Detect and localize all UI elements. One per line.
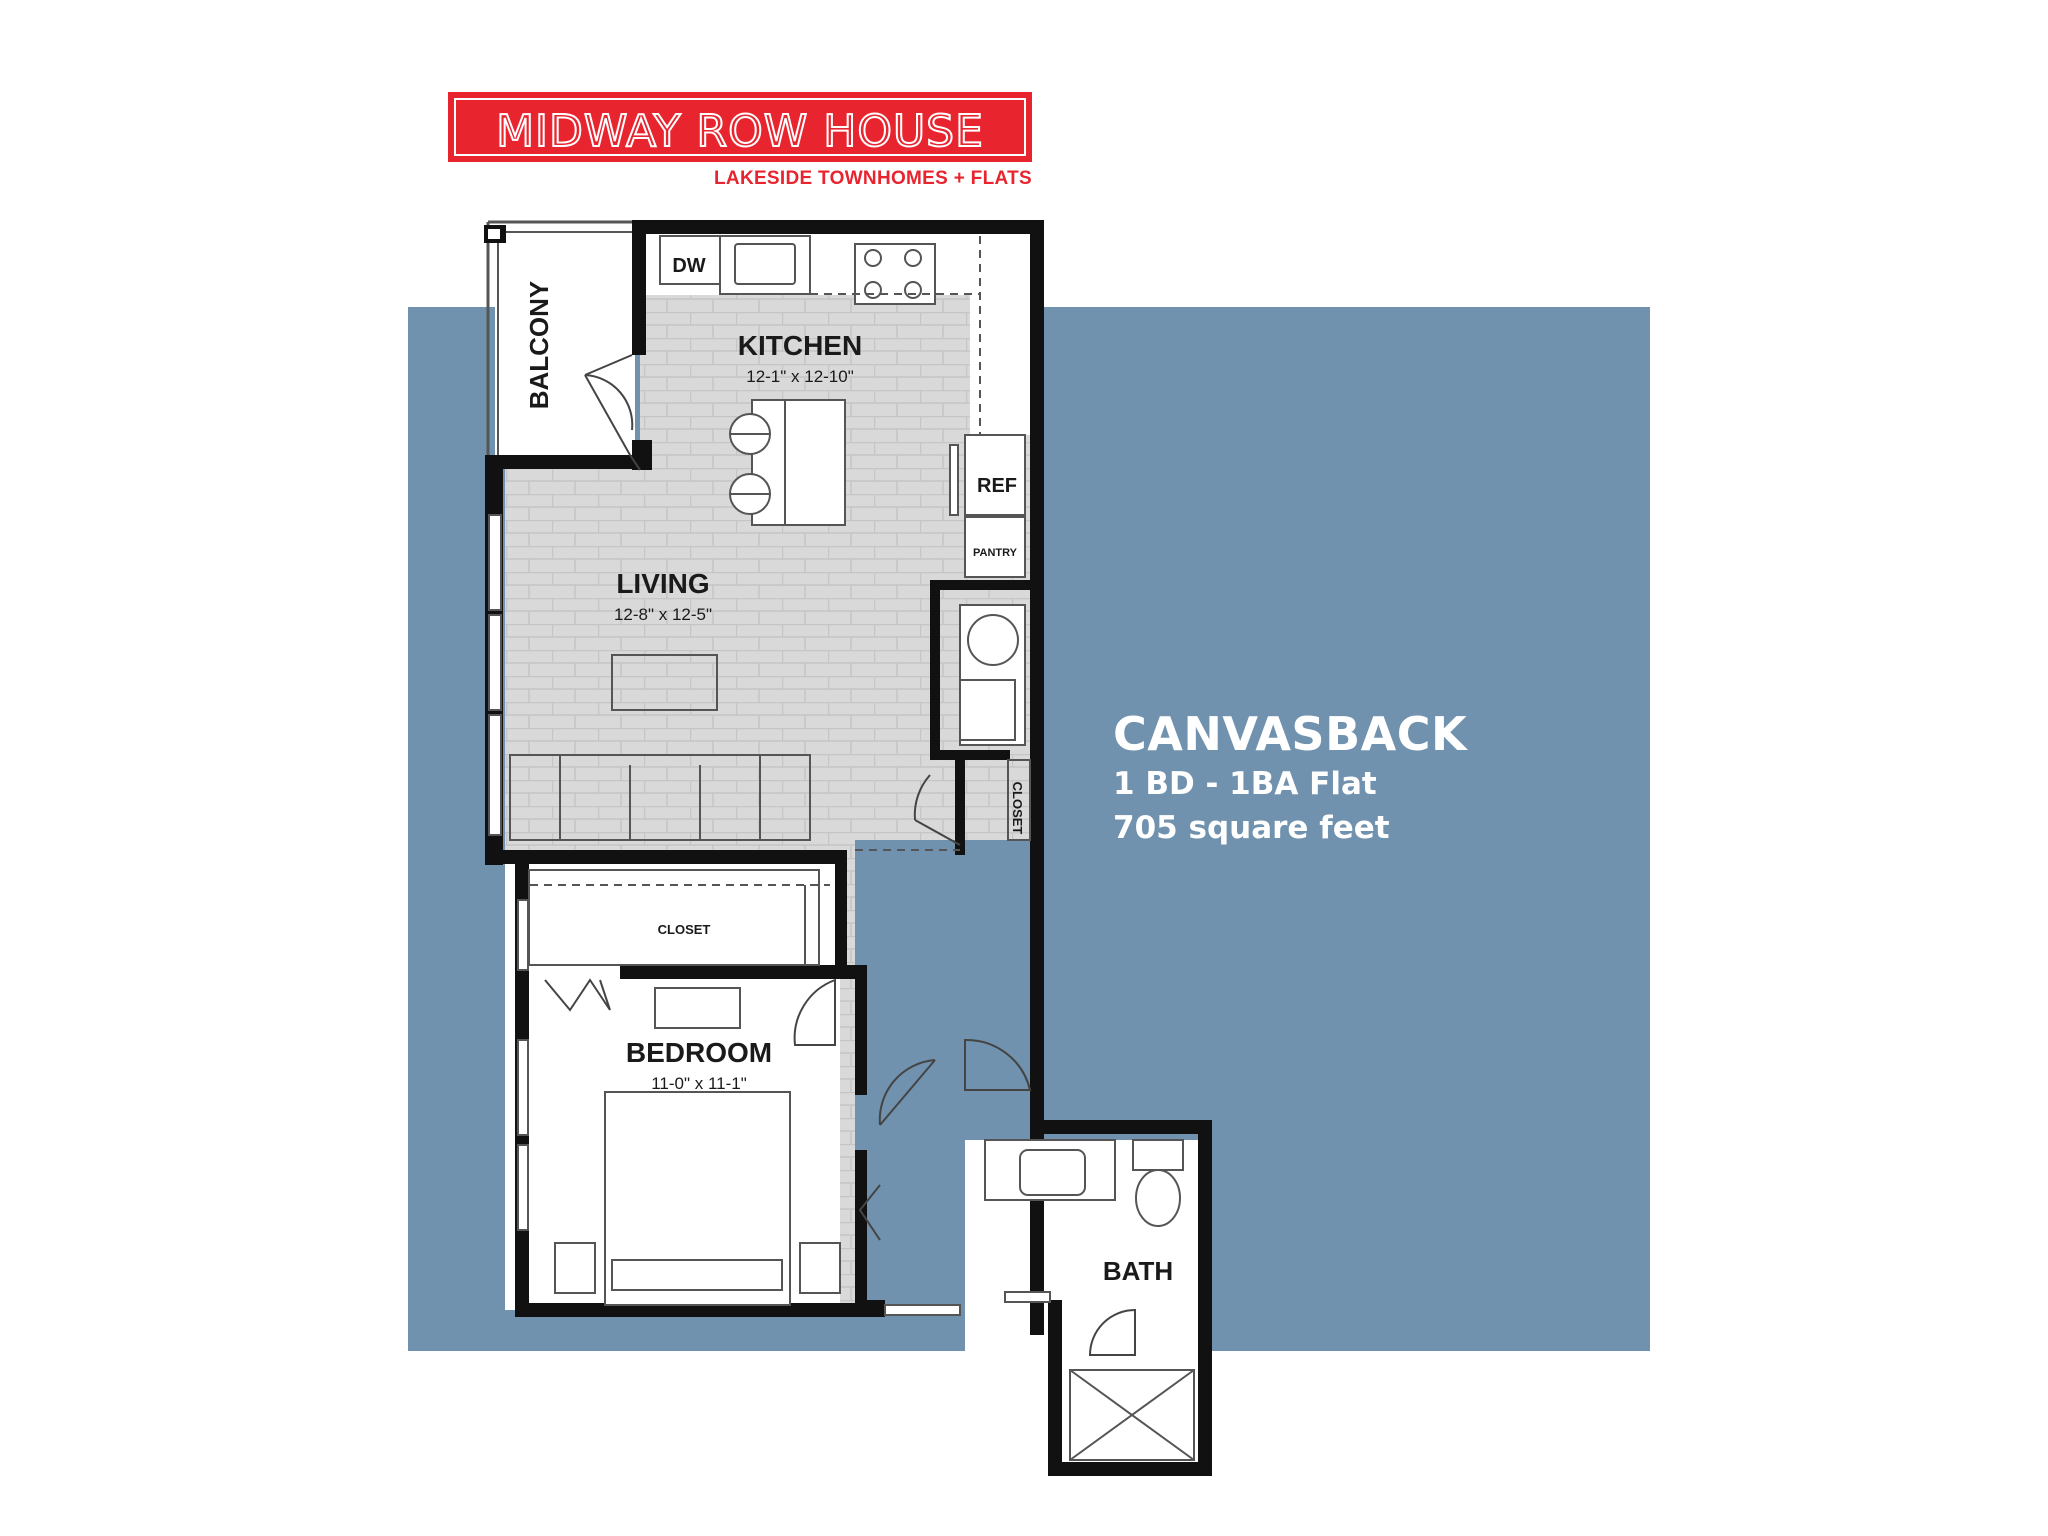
doors xyxy=(544,354,1136,1356)
kitchen-island xyxy=(729,399,846,526)
kitchen-dims: 12-1" x 12-10" xyxy=(746,367,854,386)
hall-closet-label: CLOSET xyxy=(1010,782,1025,835)
unit-area: 705 square feet xyxy=(1113,810,1390,846)
closets xyxy=(528,759,1031,966)
bedroom-dims: 11-0" x 11-1" xyxy=(651,1074,747,1093)
windows xyxy=(488,514,1051,1316)
pantry-label: PANTRY xyxy=(973,547,1018,559)
bath-fixtures xyxy=(984,1139,1195,1461)
dishwasher-label: DW xyxy=(672,255,705,277)
living-label: LIVING xyxy=(616,568,709,599)
bedroom-furniture xyxy=(554,987,841,1306)
logo: MIDWAY ROW HOUSE xyxy=(448,92,1032,162)
kitchen-label: KITCHEN xyxy=(738,330,862,361)
room-labels: KITCHEN 12-1" x 12-10" LIVING 12-8" x 12… xyxy=(614,255,1173,1286)
balcony-label: BALCONY xyxy=(524,281,554,410)
logo-subtitle: LAKESIDE TOWNHOMES + FLATS xyxy=(714,168,1032,189)
unit-type: 1 BD - 1BA Flat xyxy=(1113,766,1377,802)
logo-title: MIDWAY ROW HOUSE xyxy=(495,106,984,157)
fridge-label: REF xyxy=(977,475,1017,497)
unit-info: CANVASBACK 1 BD - 1BA Flat 705 square fe… xyxy=(1113,706,1467,850)
living-furniture xyxy=(509,654,811,841)
logo-frame: MIDWAY ROW HOUSE xyxy=(454,98,1026,156)
unit-name: CANVASBACK xyxy=(1113,707,1468,761)
kitchen-counters xyxy=(659,235,1026,746)
bedroom-closet-label: CLOSET xyxy=(658,922,711,937)
bath-label: BATH xyxy=(1103,1256,1173,1286)
bedroom-label: BEDROOM xyxy=(626,1037,772,1068)
balcony: BALCONY xyxy=(484,220,640,455)
living-dims: 12-8" x 12-5" xyxy=(614,605,712,624)
